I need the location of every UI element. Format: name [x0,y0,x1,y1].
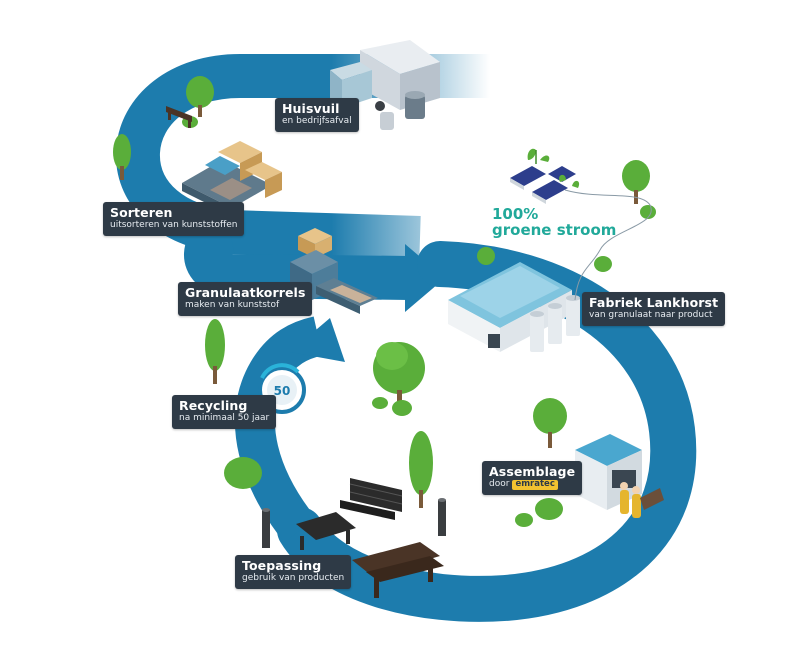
green-energy-text: 100% groene stroom [492,205,617,239]
green-energy-percent: 100% [492,205,539,223]
step-subtitle: maken van kunststof [185,300,280,311]
solar-panel-icon [510,148,580,204]
sorting-machine-icon [182,141,282,216]
step-sorteren: Sorteren uitsorteren van kunststoffen [103,202,245,236]
step-title: Sorteren [110,205,173,220]
silo-group [530,295,580,352]
tree-icon [113,134,131,180]
step-title: Huisvuil [282,101,340,116]
step-toepassing: Toepassing gebruik van producten [235,555,352,589]
step-title: Assemblage [489,464,576,479]
picnic-table-icon [296,512,444,598]
step-granulaatkorrels: Granulaatkorrels maken van kunststof [178,282,313,316]
bollard-icon [262,498,446,548]
tree-icon [205,319,225,384]
step-fabriek-lankhorst: Fabriek Lankhorst van granulaat naar pro… [582,292,726,326]
step-subtitle: uitsorteren van kunststoffen [110,220,238,231]
tree-icon [477,247,612,272]
bench-icon [340,478,403,520]
bench-icon [166,106,192,128]
step-subtitle: gebruik van producten [242,573,345,584]
granulate-machine-icon [290,228,378,314]
tree-icon [372,342,425,416]
assembly-booth-icon [575,434,664,518]
step-title: Granulaatkorrels [185,285,306,300]
step-title: Recycling [179,398,248,413]
flow-arrow-up [290,318,345,362]
factory-icon [448,262,580,352]
recycle-timer-value: 50 [274,384,291,398]
step-recycling: Recycling na minimaal 50 jaar [172,395,277,429]
step-subtitle: en bedrijfsafval [282,116,352,127]
tree-icon [224,457,563,527]
power-cable [564,189,652,301]
emratec-logo: emratec [512,480,558,491]
step-subtitle-prefix: door [489,479,510,490]
step-subtitle: na minimaal 50 jaar [179,413,270,424]
tree-icon [533,398,567,448]
step-subtitle: van granulaat naar product [589,310,713,321]
green-energy-label: groene stroom [492,220,617,239]
tree-icon [409,431,433,508]
step-huisvuil: Huisvuil en bedrijfsafval [275,98,359,132]
step-title: Toepassing [242,558,322,573]
step-title: Fabriek Lankhorst [589,295,719,310]
